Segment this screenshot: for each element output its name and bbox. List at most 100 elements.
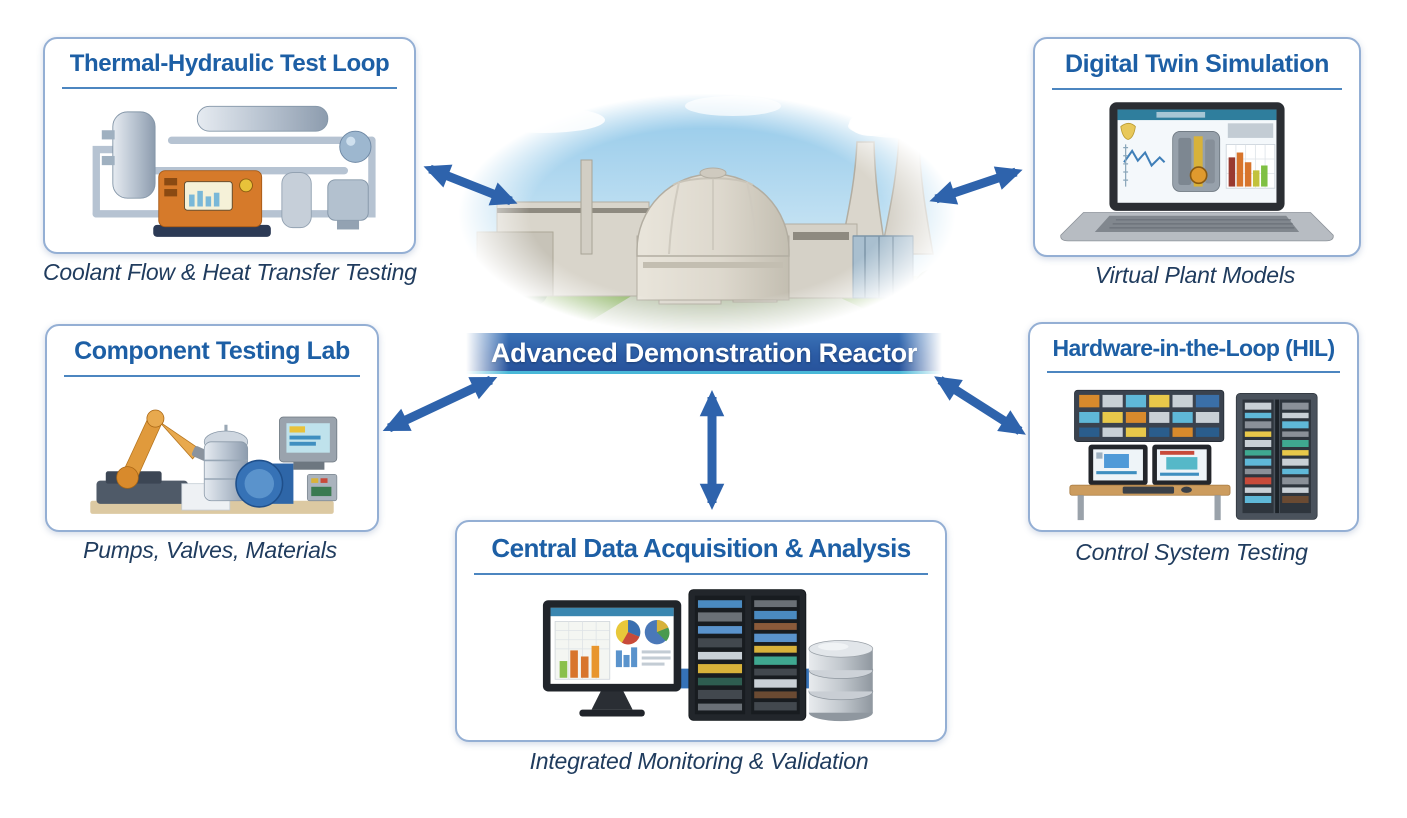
small-vessel (281, 172, 312, 229)
trend-sparkline (1123, 149, 1166, 168)
pump-base (153, 224, 271, 237)
screen-header-bar (550, 607, 674, 617)
mouse (1181, 486, 1192, 493)
node-art-hil (1038, 384, 1349, 524)
bar (1261, 165, 1268, 187)
nuclear-plant-illustration (433, 86, 981, 344)
node-art-digital-twin (1043, 99, 1351, 249)
bar (580, 656, 589, 678)
title-underline (474, 573, 928, 575)
cooling-towers (840, 103, 941, 255)
rack-led-strip (1275, 399, 1280, 514)
reactor-scene (433, 86, 981, 344)
rack-column (1242, 399, 1274, 514)
node-title-daq: Central Data Acquisition & Analysis (491, 533, 911, 563)
title-underline (64, 375, 360, 377)
banner-cyan-edge (466, 371, 942, 374)
machine-core-icon (1189, 166, 1208, 185)
bar (631, 647, 638, 668)
node-art-component-lab (55, 386, 369, 524)
node-box-thermal: Thermal-Hydraulic Test Loop (43, 37, 416, 254)
drum-face (244, 468, 275, 499)
display-bar (189, 194, 195, 207)
arrow-hil (934, 376, 1026, 435)
bar (591, 645, 600, 678)
node-caption-hil: Control System Testing (1075, 539, 1308, 565)
pump-gauge (239, 178, 253, 193)
banner-label: Advanced Demonstration Reactor (490, 338, 918, 368)
screen-chart (1104, 454, 1129, 468)
pump-display (184, 181, 233, 211)
text-line (641, 656, 671, 660)
title-underline (62, 87, 397, 89)
axis-ticks (1123, 144, 1129, 187)
machine-detail (1178, 137, 1192, 185)
valve-highlight (346, 136, 356, 146)
bar (1244, 162, 1252, 187)
text-block (1227, 123, 1274, 138)
title-underline (1052, 88, 1342, 90)
text-line (641, 650, 671, 654)
node-box-daq: Central Data Acquisition & Analysis (455, 520, 947, 742)
screen-detail (289, 441, 316, 446)
screen-detail (289, 435, 321, 440)
rack-modules (1244, 402, 1309, 503)
tank-nozzle (101, 130, 115, 140)
monitor-foot (293, 461, 325, 470)
machine-yellow-stripe (1193, 136, 1203, 187)
tank-nozzle (101, 155, 115, 166)
bar (615, 650, 622, 668)
pump-flange (336, 220, 360, 230)
monitor-foot (579, 709, 645, 717)
screen-detail (289, 426, 306, 433)
display-bar (213, 192, 220, 207)
laptop-simulation-illustration (1060, 102, 1334, 242)
pie-slice (628, 619, 641, 637)
node-box-component-lab: Component Testing Lab (45, 324, 379, 532)
title-underline (1047, 371, 1340, 373)
screen-header-tab (1156, 111, 1206, 118)
display-bar (205, 196, 212, 207)
text-line (641, 662, 665, 666)
desk-leg (1077, 495, 1084, 521)
node-caption-thermal: Coolant Flow & Heat Transfer Testing (43, 259, 417, 285)
tank-vertical (112, 111, 156, 199)
database-icon (808, 640, 874, 722)
node-title-digital-twin: Digital Twin Simulation (1065, 50, 1329, 78)
display-bar (197, 190, 203, 207)
bar (1228, 157, 1236, 187)
robot-joint (116, 466, 139, 489)
node-title-thermal: Thermal-Hydraulic Test Loop (69, 50, 390, 77)
node-art-daq (465, 582, 937, 734)
pie-slice (621, 632, 640, 645)
rack-column (1279, 399, 1311, 514)
server-database-illustration (542, 589, 874, 722)
valve-sphere (339, 130, 372, 163)
machine-detail (1205, 139, 1215, 184)
keyboard (1122, 486, 1175, 494)
server-modules (697, 600, 797, 711)
containment-dome (636, 167, 790, 301)
node-caption-daq: Integrated Monitoring & Validation (529, 748, 869, 774)
node-caption-digital-twin: Virtual Plant Models (1094, 262, 1296, 288)
screen-detail (1160, 450, 1195, 455)
screen-chart (1166, 457, 1198, 470)
indicator (311, 478, 319, 483)
arrow-component-lab (382, 375, 498, 433)
node-box-digital-twin: Digital Twin Simulation (1033, 37, 1361, 257)
thermal-loop-illustration (92, 105, 376, 237)
screen-detail (1096, 471, 1137, 475)
pie-slice (656, 619, 669, 633)
monitor-stand (591, 691, 633, 710)
indicator (320, 478, 328, 483)
bar (570, 650, 578, 678)
bar (1252, 170, 1260, 187)
bar (623, 654, 630, 668)
panel-modules (1079, 394, 1220, 437)
reactor-banner: Advanced Demonstration Reactor (466, 333, 942, 374)
robot-arm-lab-illustration (90, 409, 338, 514)
robot-joint (146, 409, 165, 428)
shield-icon (1120, 122, 1136, 140)
node-title-hil: Hardware-in-the-Loop (HIL) (1052, 335, 1335, 361)
